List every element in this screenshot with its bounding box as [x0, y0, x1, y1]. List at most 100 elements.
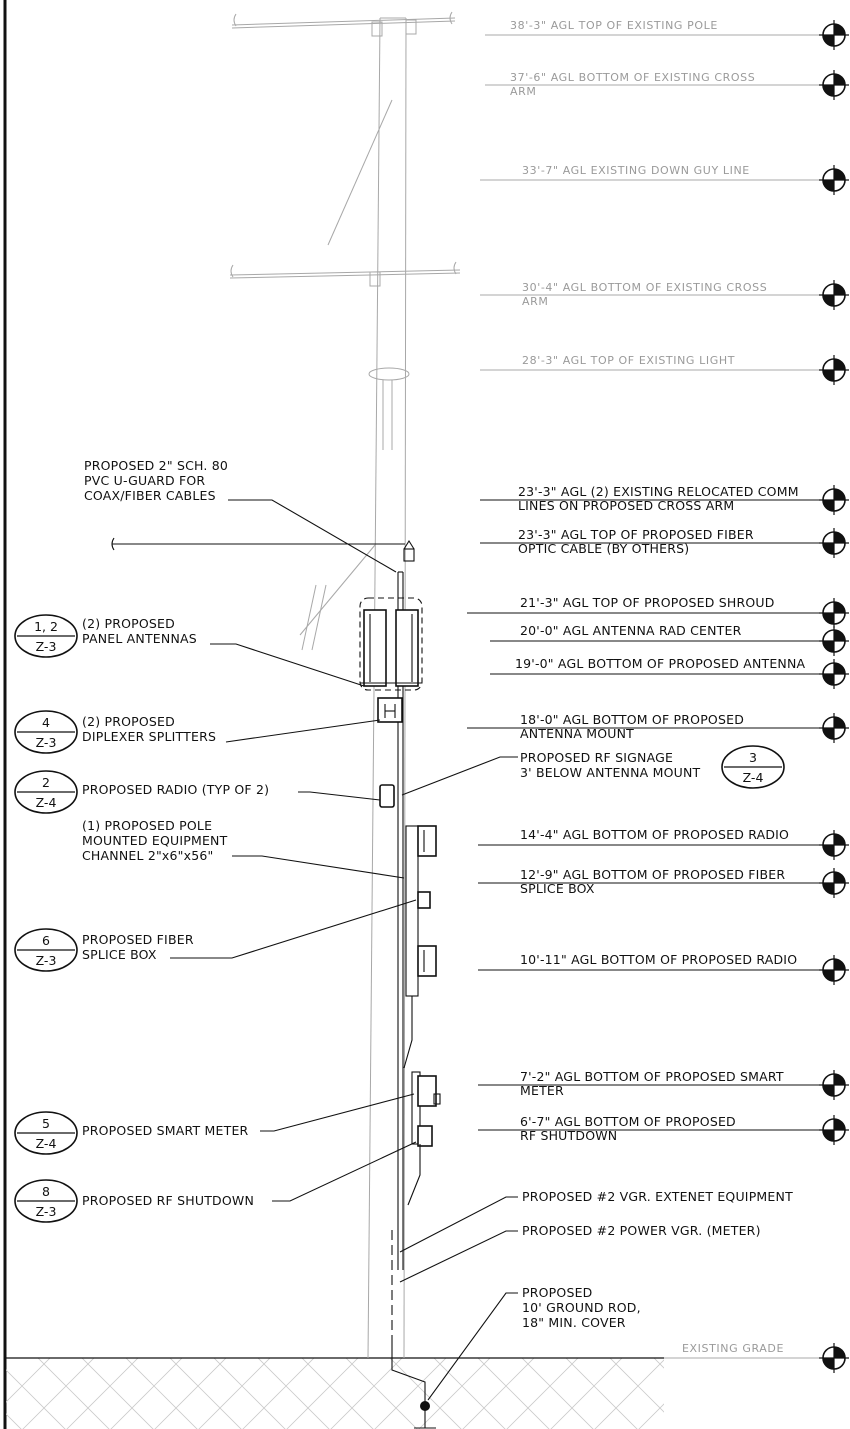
- elevation-label: 18'-0" AGL BOTTOM OF PROPOSED: [520, 712, 744, 727]
- callout-label: DIPLEXER SPLITTERS: [82, 729, 216, 744]
- elevation-target-icon: [819, 528, 849, 558]
- right-callout: PROPOSED #2 VGR. EXTENET EQUIPMENT: [399, 1189, 793, 1253]
- elevation-target-icon: [819, 868, 849, 898]
- callout-label: COAX/FIBER CABLES: [84, 488, 216, 503]
- bubble-sheet-detail: 4: [42, 715, 50, 730]
- bubble-sheet-number: Z-4: [36, 1136, 57, 1151]
- elevation-label: 12'-9" AGL BOTTOM OF PROPOSED FIBER: [520, 867, 785, 882]
- callout-label: 3' BELOW ANTENNA MOUNT: [520, 765, 701, 780]
- elevation-marker: 28'-3" AGL TOP OF EXISTING LIGHT: [480, 354, 849, 385]
- elevation-marker: 21'-3" AGL TOP OF PROPOSED SHROUD: [467, 595, 849, 628]
- elevation-label: 38'-3" AGL TOP OF EXISTING POLE: [510, 19, 718, 32]
- callout-label: PVC U-GUARD FOR: [84, 473, 205, 488]
- callout-label: (1) PROPOSED POLE: [82, 818, 212, 833]
- callout-label: PROPOSED RADIO (TYP OF 2): [82, 782, 269, 797]
- elevation-label: 10'-11" AGL BOTTOM OF PROPOSED RADIO: [520, 952, 797, 967]
- elevation-label: 19'-0" AGL BOTTOM OF PROPOSED ANTENNA: [515, 656, 806, 671]
- elevation-target-icon: [819, 1070, 849, 1100]
- elevation-marker: 19'-0" AGL BOTTOM OF PROPOSED ANTENNA: [490, 656, 849, 689]
- fiber-splice-box: [417, 891, 431, 909]
- bubble-sheet-number: Z-3: [36, 953, 57, 968]
- elevation-target-icon: [819, 20, 849, 50]
- bubble-sheet-detail: 8: [42, 1184, 50, 1199]
- elevation-marker: 10'-11" AGL BOTTOM OF PROPOSED RADIO: [478, 952, 849, 985]
- elevation-target-icon: [819, 1115, 849, 1145]
- elevation-target-icon: [819, 1343, 849, 1373]
- callout-label: PROPOSED SMART METER: [82, 1123, 249, 1138]
- callout-label: (2) PROPOSED: [82, 714, 175, 729]
- callout-label: PROPOSED RF SIGNAGE: [520, 750, 673, 765]
- sheet-reference-bubble: 3Z-4: [721, 745, 785, 789]
- elevation-label: LINES ON PROPOSED CROSS ARM: [518, 498, 734, 513]
- rf-shutdown: [417, 1125, 433, 1147]
- callout-label: MOUNTED EQUIPMENT: [82, 833, 228, 848]
- callout-label: CHANNEL 2"x6"x56": [82, 848, 213, 863]
- bubble-sheet-number: Z-4: [743, 770, 764, 785]
- callout-label: PANEL ANTENNAS: [82, 631, 197, 646]
- elevation-target-icon: [819, 659, 849, 689]
- proposed-comm-cross-arm: [111, 537, 415, 562]
- elevation-label: ANTENNA MOUNT: [520, 726, 634, 741]
- callout-label: PROPOSED 2" SCH. 80: [84, 458, 228, 473]
- smart-meter: [417, 1075, 441, 1107]
- elevation-target-icon: [819, 165, 849, 195]
- elevation-target-icon: [819, 70, 849, 100]
- elevation-label: 21'-3" AGL TOP OF PROPOSED SHROUD: [520, 595, 775, 610]
- elevation-label: ARM: [510, 85, 536, 98]
- elevation-label: METER: [520, 1083, 564, 1098]
- elevation-target-icon: [819, 713, 849, 743]
- elevation-label: 28'-3" AGL TOP OF EXISTING LIGHT: [522, 354, 735, 367]
- sheet-reference-bubble: 2Z-4: [14, 770, 78, 814]
- callout-label: PROPOSED #2 VGR. EXTENET EQUIPMENT: [522, 1189, 793, 1204]
- elevation-marker: EXISTING GRADE: [664, 1342, 849, 1373]
- callout-label: PROPOSED: [522, 1285, 593, 1300]
- conduit-run: [391, 996, 426, 1405]
- callout-label: PROPOSED RF SHUTDOWN: [82, 1193, 254, 1208]
- right-callout: PROPOSED #2 POWER VGR. (METER): [399, 1223, 761, 1283]
- callout-label: (2) PROPOSED: [82, 616, 175, 631]
- elevation-target-icon: [819, 485, 849, 515]
- sheet-reference-bubble: 1, 2Z-3: [14, 614, 78, 658]
- elevation-label: 7'-2" AGL BOTTOM OF PROPOSED SMART: [520, 1069, 784, 1084]
- bubble-sheet-detail: 2: [42, 775, 50, 790]
- elevation-label: 37'-6" AGL BOTTOM OF EXISTING CROSS: [510, 71, 755, 84]
- elevation-marker: 20'-0" AGL ANTENNA RAD CENTER: [490, 623, 849, 656]
- pvc-u-guard: [397, 571, 404, 1270]
- left-callout: PROPOSED RADIO (TYP OF 2)2Z-4: [14, 770, 381, 814]
- elevation-label: 30'-4" AGL BOTTOM OF EXISTING CROSS: [522, 281, 767, 294]
- elevation-marker: 12'-9" AGL BOTTOM OF PROPOSED FIBERSPLIC…: [478, 867, 849, 898]
- elevation-target-icon: [819, 598, 849, 628]
- elevation-label: 6'-7" AGL BOTTOM OF PROPOSED: [520, 1114, 736, 1129]
- diplexer-splitters: [377, 697, 403, 723]
- panel-antennas: [359, 597, 423, 691]
- ground-rod: [414, 1401, 436, 1429]
- bubble-sheet-detail: 3: [749, 750, 757, 765]
- elevation-label: ARM: [522, 295, 548, 308]
- callout-label: PROPOSED #2 POWER VGR. (METER): [522, 1223, 761, 1238]
- elevation-label: 23'-3" AGL TOP OF PROPOSED FIBER: [518, 527, 754, 542]
- sheet-reference-bubble: 8Z-3: [14, 1179, 78, 1223]
- elevation-marker: 38'-3" AGL TOP OF EXISTING POLE: [485, 19, 849, 50]
- callout-label: 18" MIN. COVER: [522, 1315, 626, 1330]
- elevation-label: 23'-3" AGL (2) EXISTING RELOCATED COMM: [518, 484, 799, 499]
- elevation-marker: 33'-7" AGL EXISTING DOWN GUY LINE: [480, 164, 849, 195]
- bubble-sheet-number: Z-4: [36, 795, 57, 810]
- bubble-sheet-number: Z-3: [36, 735, 57, 750]
- elevation-label: 14'-4" AGL BOTTOM OF PROPOSED RADIO: [520, 827, 789, 842]
- elevation-label: 20'-0" AGL ANTENNA RAD CENTER: [520, 623, 742, 638]
- bubble-sheet-number: Z-3: [36, 1204, 57, 1219]
- elevation-target-icon: [819, 626, 849, 656]
- existing-pole: [229, 11, 461, 1359]
